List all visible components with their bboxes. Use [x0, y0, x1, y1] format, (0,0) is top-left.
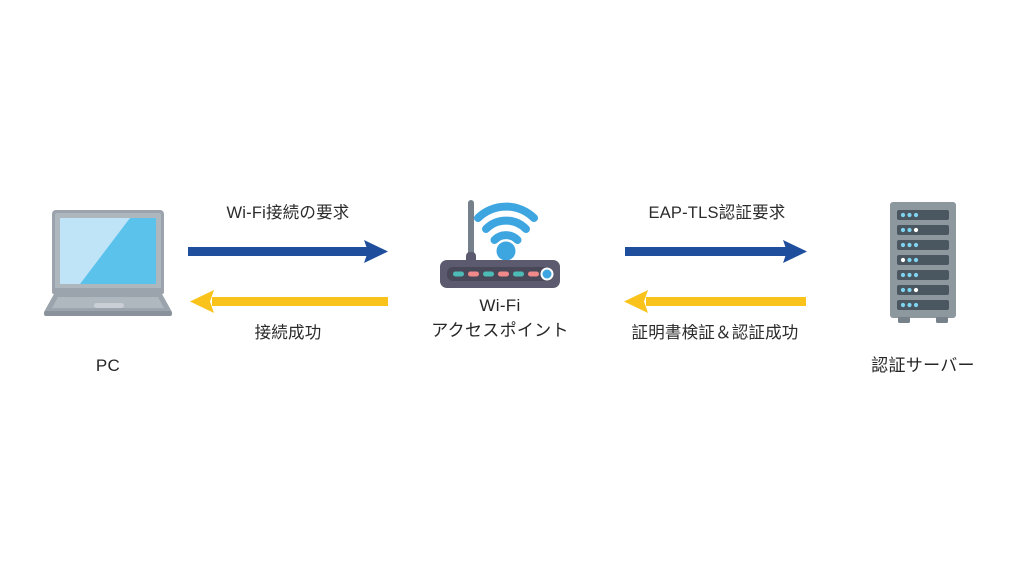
arrow-ap-to-server-auth [625, 238, 807, 266]
arrow-server-to-ap-verified [624, 288, 806, 316]
node-label-access-point-line-1: Wi-Fi [479, 296, 521, 315]
node-label-pc: PC [38, 353, 178, 378]
server-icon [884, 200, 962, 328]
arrow-ap-to-pc-success [190, 288, 388, 316]
wifi-router-icon [428, 190, 572, 296]
node-label-access-point: Wi-Fi アクセスポイント [400, 293, 600, 343]
node-label-pc-line-1: PC [95, 356, 121, 375]
flow-label-server-to-ap-verified: 証明書検証＆認証成功 [631, 324, 799, 342]
node-label-auth-server-line-1: 認証サーバー [871, 356, 975, 375]
flow-label-pc-to-ap-request: Wi-Fi接続の要求 [226, 204, 350, 222]
arrow-pc-to-ap-request [188, 238, 388, 266]
laptop-icon [38, 208, 178, 318]
flow-label-ap-to-pc-success: 接続成功 [254, 324, 322, 342]
flow-label-ap-to-server-auth: EAP-TLS認証要求 [648, 204, 786, 222]
node-label-access-point-line-2: アクセスポイント [431, 321, 569, 340]
node-label-auth-server: 認証サーバー [843, 353, 1003, 378]
